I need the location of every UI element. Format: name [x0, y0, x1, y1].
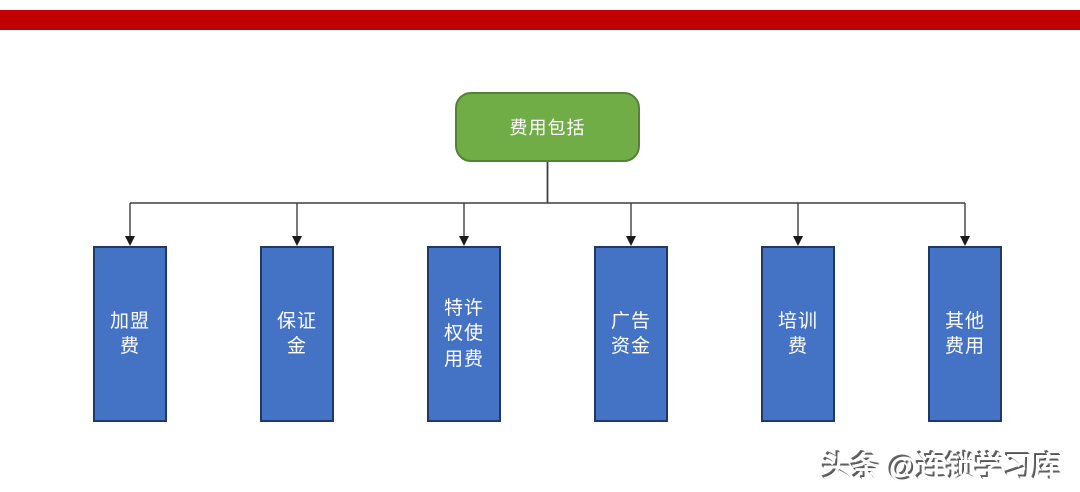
child-node-franchise-fee: 加盟 费 — [93, 246, 167, 422]
child-node-label: 培训 费 — [777, 310, 818, 357]
child-node-label: 特许 权使 用费 — [443, 298, 484, 370]
child-node-deposit: 保证 金 — [260, 246, 334, 422]
child-node-label: 保证 金 — [276, 310, 317, 357]
child-node-label: 加盟 费 — [109, 310, 150, 357]
root-node-fees-include: 费用包括 — [455, 92, 640, 162]
root-node-label: 费用包括 — [509, 118, 586, 138]
child-node-royalty-fee: 特许 权使 用费 — [427, 246, 501, 422]
watermark-toutiao: 头条 @连锁学习库 — [823, 444, 1062, 486]
watermark-text: 头条 @连锁学习库 — [822, 452, 1062, 484]
top-red-bar — [0, 10, 1080, 30]
child-node-advertising-fund: 广告 资金 — [594, 246, 668, 422]
child-node-label: 广告 资金 — [610, 310, 651, 357]
child-node-training-fee: 培训 费 — [761, 246, 835, 422]
child-node-label: 其他 费用 — [944, 310, 985, 357]
child-node-other-fees: 其他 费用 — [928, 246, 1002, 422]
